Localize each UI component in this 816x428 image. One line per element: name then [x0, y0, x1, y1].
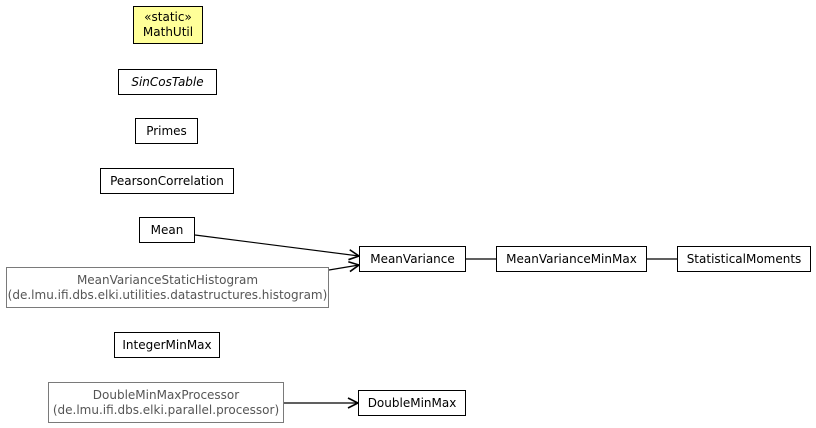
class-name: MeanVarianceStaticHistogram [76, 272, 259, 287]
class-pearsoncorrelation[interactable]: PearsonCorrelation [100, 168, 234, 194]
class-meanvarianceminmax[interactable]: MeanVarianceMinMax [496, 246, 647, 272]
class-name: DoubleMinMax [367, 395, 457, 410]
class-name: IntegerMinMax [122, 337, 212, 352]
class-mean[interactable]: Mean [139, 217, 195, 243]
class-name: StatisticalMoments [686, 251, 802, 266]
class-doubleminmaxprocessor[interactable]: DoubleMinMaxProcessor (de.lmu.ifi.dbs.el… [48, 382, 284, 423]
class-name: MeanVariance [370, 251, 455, 266]
class-name: SinCosTable [131, 74, 204, 89]
class-name: PearsonCorrelation [110, 173, 224, 188]
class-name: MeanVarianceMinMax [506, 251, 637, 266]
edge-histogram-to-meanvariance [328, 265, 359, 270]
class-mathutil[interactable]: «static» MathUtil [133, 6, 203, 44]
class-doubleminmax[interactable]: DoubleMinMax [358, 390, 466, 416]
class-statisticalmoments[interactable]: StatisticalMoments [677, 246, 811, 272]
class-name: MathUtil [142, 25, 194, 39]
class-meanvariancestatichistogram[interactable]: MeanVarianceStaticHistogram (de.lmu.ifi.… [6, 267, 329, 308]
package-name: (de.lmu.ifi.dbs.elki.utilities.datastruc… [7, 287, 328, 302]
class-name: Mean [150, 222, 184, 237]
class-name: DoubleMinMaxProcessor [92, 387, 240, 402]
stereotype-label: «static» [144, 10, 192, 24]
class-meanvariance[interactable]: MeanVariance [359, 246, 466, 272]
class-primes[interactable]: Primes [135, 118, 198, 144]
class-sincostable[interactable]: SinCosTable [118, 69, 217, 95]
class-name: Primes [146, 123, 187, 138]
class-integerminmax[interactable]: IntegerMinMax [114, 332, 220, 358]
package-name: (de.lmu.ifi.dbs.elki.parallel.processor) [52, 402, 280, 417]
edge-mean-to-meanvariance [194, 234, 359, 256]
